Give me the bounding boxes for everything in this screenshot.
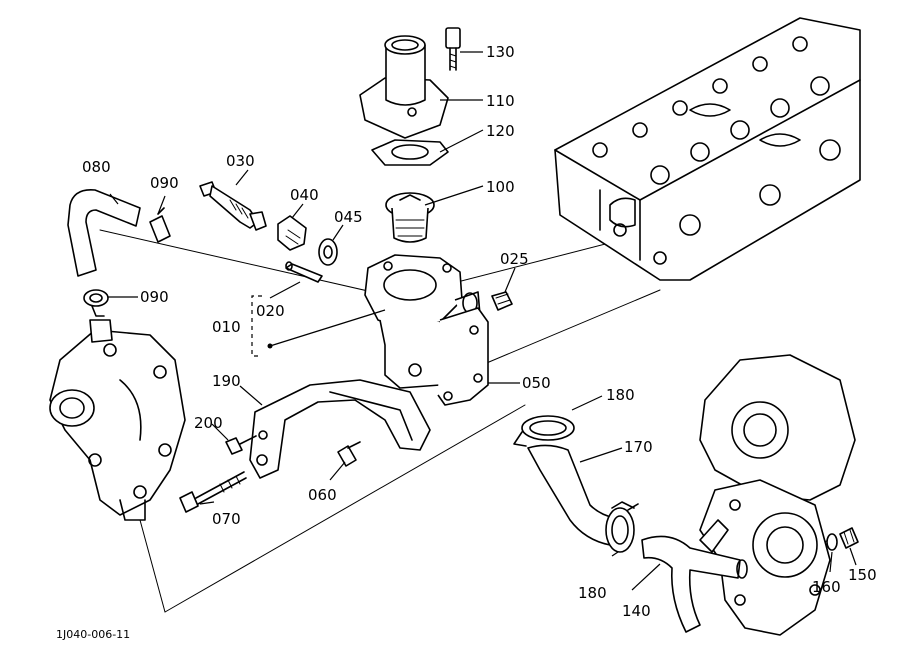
washer-045 (318, 238, 338, 266)
turbo-housing (699, 354, 856, 636)
gasket-050 (437, 307, 489, 406)
label-070: 070 (212, 510, 241, 528)
label-060: 060 (308, 486, 337, 504)
clamp-090-lower (83, 289, 109, 317)
bolt-130 (445, 27, 461, 71)
hose-170 (527, 444, 616, 546)
label-180-lower: 180 (578, 584, 607, 602)
thermostat-cover-110 (359, 35, 449, 139)
label-045: 045 (334, 208, 363, 226)
cylinder-head (554, 17, 861, 281)
label-050: 050 (522, 374, 551, 392)
label-040: 040 (290, 186, 319, 204)
washer-160 (826, 533, 838, 551)
thermostat-100 (385, 192, 435, 243)
part-labels: 130 110 120 100 030 040 045 025 080 090 … (82, 43, 877, 620)
water-pump (49, 319, 186, 521)
bolt-200 (225, 435, 257, 455)
label-170: 170 (624, 438, 653, 456)
bolt-060 (337, 441, 361, 467)
label-080: 080 (82, 158, 111, 176)
label-160: 160 (812, 578, 841, 596)
label-120: 120 (486, 122, 515, 140)
plug-025 (491, 291, 513, 311)
hose-080 (67, 188, 141, 277)
adaptor-040 (277, 215, 307, 251)
label-100: 100 (486, 178, 515, 196)
bolt-070 (179, 471, 247, 513)
label-025: 025 (500, 250, 529, 268)
gasket-120 (371, 139, 449, 166)
label-110: 110 (486, 92, 515, 110)
label-150: 150 (848, 566, 877, 584)
clamp-090-upper (149, 207, 171, 243)
label-010: 010 (212, 318, 241, 336)
plug-150 (839, 527, 859, 549)
drawing-code: 1J040-006-11 (56, 628, 130, 641)
label-140: 140 (622, 602, 651, 620)
thermostat-housing-010 (364, 254, 481, 389)
label-190: 190 (212, 372, 241, 390)
bracket-190 (249, 379, 431, 479)
label-200: 200 (194, 414, 223, 432)
pipe-020 (285, 261, 323, 283)
thermostat-housing-assembly (359, 27, 489, 406)
label-020: 020 (256, 302, 285, 320)
head-bolt-holes (592, 36, 841, 265)
label-090-upper: 090 (150, 174, 179, 192)
leader-lines (108, 51, 857, 591)
group-bracket-010 (251, 295, 273, 357)
temperature-sender-030 (199, 181, 267, 231)
label-130: 130 (486, 43, 515, 61)
label-180-upper: 180 (606, 386, 635, 404)
label-030: 030 (226, 152, 255, 170)
label-090-lower: 090 (140, 288, 169, 306)
clamp-180-lower (605, 501, 639, 553)
pipe-140 (641, 519, 748, 633)
clamp-180-upper (513, 415, 575, 447)
